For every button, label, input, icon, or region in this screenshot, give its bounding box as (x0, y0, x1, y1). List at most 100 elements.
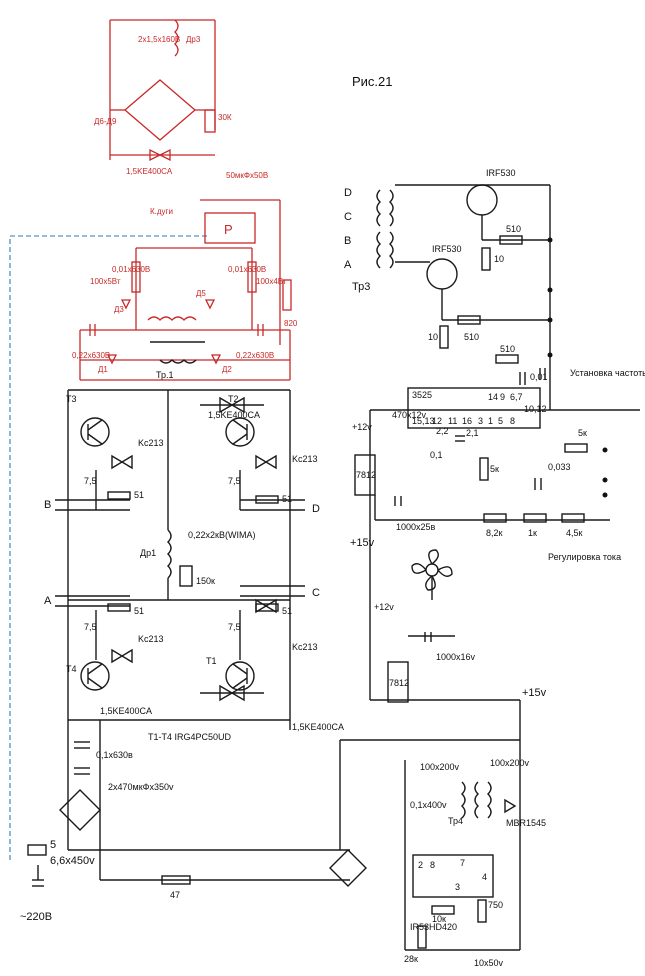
label-cap-001b: 0,01х630В (228, 265, 266, 274)
pin-label: 6,7 (510, 392, 523, 402)
label-plus15b: +15v (522, 687, 547, 699)
label-r51-t1: 51 (282, 606, 292, 616)
label-input-cap: 6,6х450v (50, 855, 95, 867)
node-c-label: C (312, 587, 320, 599)
label-plus12a: +12v (352, 422, 372, 432)
label-r82k: 8,2к (486, 528, 503, 538)
label-dr3: Др3 (186, 35, 201, 44)
node-a-label: A (44, 595, 52, 607)
label-tr4: Тр4 (448, 816, 463, 826)
label-tvs-bottom: 1,5KE400CA (100, 706, 152, 716)
label-tap-c: C (344, 211, 352, 223)
label-cap-1000x25: 1000х25в (396, 522, 436, 532)
label-reg-7812b: 7812 (389, 678, 409, 688)
label-aux-ic: IR53HD420 (410, 922, 457, 932)
pin-label: 14 (488, 392, 498, 402)
label-zener-t3: Kc213 (138, 438, 164, 448)
label-plus12b: +12v (374, 602, 394, 612)
label-cap-022b: 0,22х630В (236, 351, 274, 360)
aux-supply (339, 700, 521, 951)
label-tvs-top: 1,5KE400CA (208, 410, 260, 420)
label-res-30k: 30К (218, 113, 232, 122)
label-transistors-note: T1-T4 IRG4PC50UD (148, 732, 232, 742)
label-cap-10x50: 10х50v (474, 958, 504, 968)
label-choke: Др1 (140, 548, 156, 558)
label-r51-t2: 51 (282, 494, 292, 504)
node-b-label: B (44, 499, 51, 511)
pin-label: 5 (498, 416, 503, 426)
power-stage (27, 389, 367, 887)
label-tvs-t1: 1,5KE400CA (292, 722, 344, 732)
label-t4: T4 (66, 664, 77, 674)
label-tap-a: A (344, 259, 352, 271)
label-cap-01: 0,1 (430, 450, 443, 460)
label-res-100x4: 100х4Вт (256, 277, 287, 286)
label-tr3: Тр3 (352, 281, 370, 293)
label-r75-t1: 7,5 (228, 622, 241, 632)
label-r510b: 510 (464, 332, 479, 342)
label-cap-100x200: 100х200v (490, 758, 530, 768)
aux-pin: 2 (418, 860, 423, 870)
label-r10b: 10 (428, 332, 438, 342)
aux-pin: 7 (460, 858, 465, 868)
control-section (354, 184, 640, 703)
label-zener-t4: Kc213 (138, 634, 164, 644)
aux-pin: 8 (430, 860, 435, 870)
label-r45k: 4,5к (566, 528, 583, 538)
label-tap-b: B (344, 235, 351, 247)
label-d1: Д1 (98, 365, 108, 374)
label-zener-t1: Kc213 (292, 642, 318, 652)
label-r510c: 510 (500, 344, 515, 354)
label-d5: Д5 (196, 289, 206, 298)
label-bridge-diodes: Д6-Д9 (94, 117, 117, 126)
label-t2: T2 (228, 394, 239, 404)
pin-label: 9 (500, 392, 505, 402)
label-ic-3525: 3525 (412, 390, 432, 400)
label-zener-t2: Kc213 (292, 454, 318, 464)
label-mbr: MBR1545 (506, 818, 546, 828)
label-reg-7812a: 7812 (356, 470, 376, 480)
label-r1k: 1к (528, 528, 537, 538)
label-relay: P (224, 222, 233, 237)
label-bridge-cap: 2х1,5х160В (138, 35, 180, 44)
pin-label: 2,1 (466, 428, 479, 438)
pin-label: 11 (448, 416, 457, 426)
label-bulk-caps: 2х470мкФх350v (108, 782, 174, 792)
label-mosfet1: IRF530 (486, 168, 516, 178)
label-choke-cap2: 150к (196, 576, 215, 586)
pin-label: 16 (462, 416, 472, 426)
label-cap-22: 2,2 (436, 426, 449, 436)
figure-title: Рис.21 (352, 74, 393, 89)
label-r5k-b: 5к (578, 428, 587, 438)
aux-pin: 4 (482, 872, 487, 882)
label-r750: 750 (488, 900, 503, 910)
label-cap-0033: 0,033 (548, 462, 571, 472)
label-cap-022a: 0,22х630В (72, 351, 110, 360)
label-cap-50: 50мкФх50В (226, 171, 268, 180)
label-r75-t2: 7,5 (228, 476, 241, 486)
pin-label: 1 (488, 416, 493, 426)
label-cap-01x400: 0,1х400v (410, 800, 447, 810)
label-cap-1000x16: 1000х16v (436, 652, 476, 662)
label-res-820: 820 (284, 319, 298, 328)
label-r510a: 510 (506, 224, 521, 234)
feedback-dashed-line (9, 235, 208, 860)
label-mosfet2: IRF530 (432, 244, 462, 254)
label-pot: Регулировка тока (548, 552, 621, 562)
label-plus15: +15v (350, 537, 375, 549)
red-section (79, 19, 292, 381)
label-snubber-cap: 0,1х630в (96, 750, 133, 760)
node-d-label: D (312, 503, 320, 515)
label-d3: Д3 (114, 305, 124, 314)
pin-label: 3 (478, 416, 483, 426)
label-tr1: Тр.1 (156, 370, 174, 380)
label-cap-470: 470х12v (392, 410, 427, 420)
label-r75-t3: 7,5 (84, 476, 97, 486)
aux-pin: 3 (455, 882, 460, 892)
label-freq: Установка частоты резонанса. (570, 368, 645, 378)
label-cap-100x200b: 100х200v (420, 762, 460, 772)
label-choke-cap: 0,22х2кВ(WIMA) (188, 530, 255, 540)
label-supply: ~220В (20, 911, 52, 923)
pin-label: 8 (510, 416, 515, 426)
